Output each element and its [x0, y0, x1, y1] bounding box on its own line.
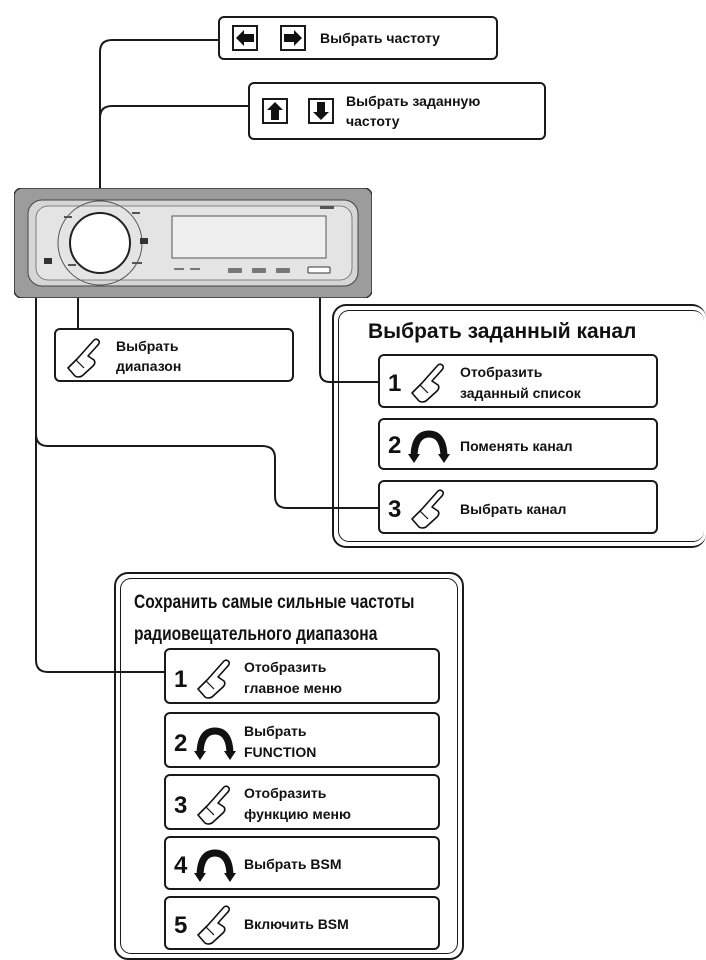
press-finger-icon	[197, 659, 231, 699]
bsm-panel	[114, 572, 464, 960]
preset-panel-title: Выбрать заданный канал	[368, 320, 637, 343]
step-number: 1	[174, 666, 188, 693]
bsm-step-5: 5 Включить BSM	[164, 896, 440, 950]
band-label-1: Выбрать	[116, 338, 179, 354]
rotate-knob-icon	[408, 430, 450, 463]
step-number: 3	[388, 496, 402, 523]
arrow-up-icon	[267, 102, 283, 120]
step-text-2: FUNCTION	[244, 744, 317, 760]
arrow-right-button[interactable]	[280, 25, 306, 51]
step-number: 4	[174, 852, 188, 879]
car-stereo-device	[13, 187, 373, 299]
arrow-up-button[interactable]	[262, 98, 288, 124]
step-text-2: заданный список	[460, 385, 581, 401]
step-text-1: Отобразить	[244, 659, 327, 675]
press-finger-icon	[197, 785, 231, 825]
arrow-down-button[interactable]	[308, 98, 334, 124]
step-number: 5	[174, 912, 188, 939]
press-finger-icon	[411, 489, 445, 529]
frequency-label: Выбрать частоту	[320, 30, 440, 46]
step-text-1: Поменять канал	[460, 438, 573, 454]
step-text-1: Выбрать BSM	[244, 856, 342, 872]
preset-step-2: 2 Поменять канал	[378, 418, 658, 470]
step-number: 3	[174, 792, 188, 819]
bsm-step-2: 2 Выбрать FUNCTION	[164, 712, 440, 768]
bsm-step-1: 1 Отобразить главное меню	[164, 648, 440, 704]
arrow-right-icon	[284, 30, 302, 46]
step-number: 1	[388, 370, 402, 397]
preset-frequency-control-box: Выбрать заданную частоту	[248, 82, 546, 140]
step-text-1: Отобразить	[244, 785, 327, 801]
bsm-title-2: радиовещательного диапазона	[134, 624, 378, 645]
arrow-down-icon	[313, 102, 329, 120]
rotate-knob-icon	[194, 727, 236, 760]
preset-panel-inner-frame	[338, 310, 704, 542]
arrow-left-button[interactable]	[232, 25, 258, 51]
car-stereo-illustration	[13, 187, 373, 299]
press-finger-icon	[67, 338, 101, 378]
bsm-step-4: 4 Выбрать BSM	[164, 836, 440, 890]
preset-step-3: 3 Выбрать канал	[378, 480, 658, 534]
bsm-panel-inner-frame	[120, 578, 458, 954]
step-text-1: Выбрать	[244, 723, 307, 739]
band-select-box: Выбрать диапазон	[54, 328, 294, 382]
bsm-step-3: 3 Отобразить функцию меню	[164, 774, 440, 830]
step-text-2: функцию меню	[244, 806, 351, 822]
frequency-control-box: Выбрать частоту	[218, 16, 498, 60]
band-label-2: диапазон	[116, 358, 182, 374]
connector-knob-preset	[99, 105, 248, 119]
preset-step-1: 1 Отобразить заданный список	[378, 354, 658, 408]
rotate-knob-icon	[194, 849, 236, 882]
step-text-2: главное меню	[244, 680, 343, 696]
preset-panel	[332, 304, 706, 548]
bsm-title-1: Сохранить самые сильные частоты	[134, 592, 415, 613]
arrow-left-icon	[236, 30, 254, 46]
preset-frequency-label-2: частоту	[346, 113, 400, 129]
press-finger-icon	[197, 905, 231, 945]
press-finger-icon	[411, 363, 445, 403]
connector-knob-frequency	[99, 39, 218, 215]
step-text-1: Отобразить	[460, 364, 543, 380]
step-number: 2	[388, 432, 402, 459]
step-number: 2	[174, 730, 188, 757]
preset-frequency-label-1: Выбрать заданную	[346, 93, 481, 109]
connector-list-button	[319, 272, 378, 383]
step-text-1: Включить BSM	[244, 916, 349, 932]
step-text-1: Выбрать канал	[460, 501, 567, 517]
